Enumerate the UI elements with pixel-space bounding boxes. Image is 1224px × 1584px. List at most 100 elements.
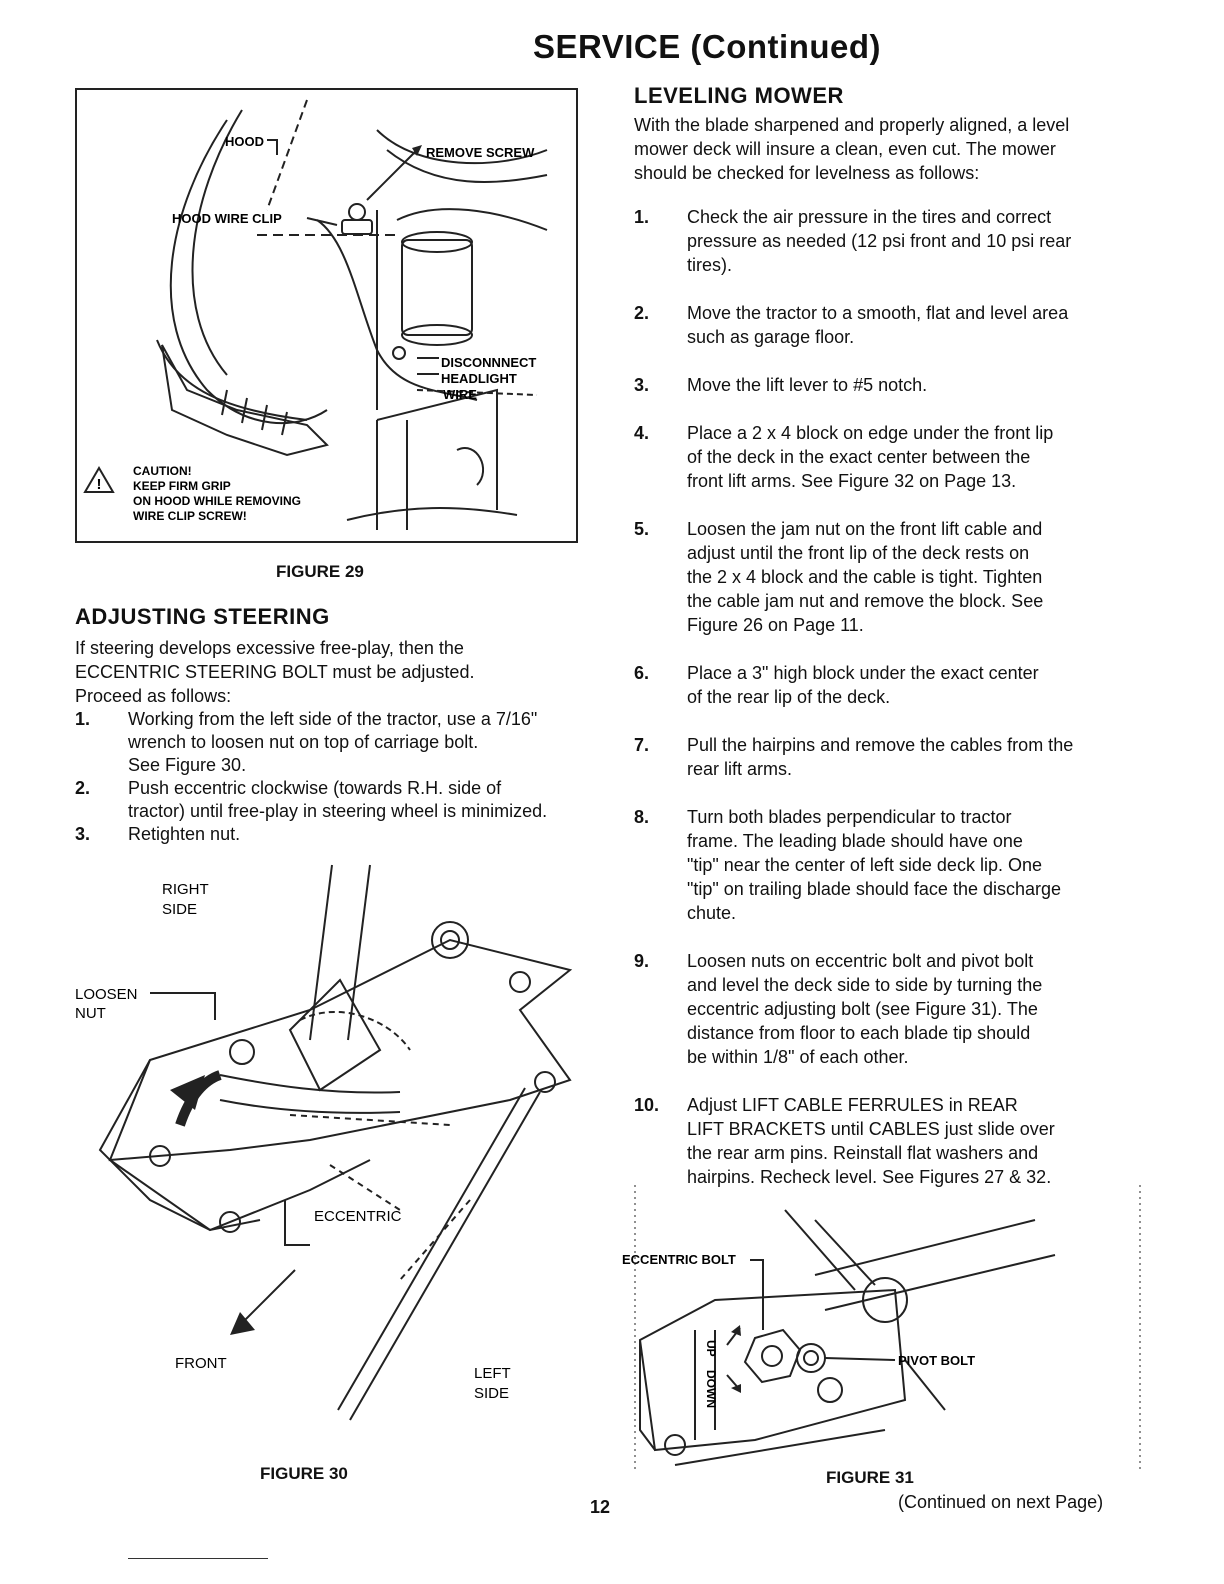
step-item: 9. Loosen nuts on eccentric bolt and piv… — [634, 949, 1124, 1069]
step-item: 1. Check the air pressure in the tires a… — [634, 205, 1124, 277]
step-item: 1. Working from the left side of the tra… — [75, 708, 605, 777]
step-line: distance from floor to each blade tip sh… — [687, 1023, 1031, 1043]
step-number: 9. — [634, 951, 650, 971]
step-number: 2. — [634, 303, 650, 323]
step-number: 7. — [634, 735, 650, 755]
step-line: be within 1/8" of each other. — [687, 1047, 909, 1067]
step-line: pressure as needed (12 psi front and 10 … — [687, 231, 1072, 251]
bottom-rule — [128, 1558, 268, 1559]
step-line: hairpins. Recheck level. See Figures 27 … — [687, 1167, 1052, 1187]
step-number: 10. — [634, 1095, 660, 1115]
step-item: 5. Loosen the jam nut on the front lift … — [634, 517, 1124, 637]
step-line: Figure 26 on Page 11. — [687, 615, 864, 635]
step-line: tires). — [687, 255, 732, 275]
step-line: frame. The leading blade should have one — [687, 831, 1023, 851]
caution-line-3: ON HOOD WHILE REMOVING — [133, 494, 301, 508]
step-line: Pull the hairpins and remove the cables … — [687, 735, 1074, 755]
step-item: 7. Pull the hairpins and remove the cabl… — [634, 733, 1124, 781]
step-item: 2. Push eccentric clockwise (towards R.H… — [75, 777, 605, 823]
label-pivot-bolt: PIVOT BOLT — [898, 1353, 975, 1368]
step-number: 1. — [634, 207, 650, 227]
step-line: Loosen the jam nut on the front lift cab… — [687, 519, 1043, 539]
figure-30-frame: RIGHT SIDE LOOSEN NUT ECCENTRIC FRONT LE… — [70, 860, 600, 1480]
step-line: Move the lift lever to #5 notch. — [687, 375, 928, 395]
step-number: 8. — [634, 807, 650, 827]
step-line: eccentric adjusting bolt (see Figure 31)… — [687, 999, 1038, 1019]
step-line: LIFT BRACKETS until CABLES just slide ov… — [687, 1119, 1055, 1139]
step-item: 3. Move the lift lever to #5 notch. — [634, 373, 1124, 397]
step-text: Loosen nuts on eccentric bolt and pivot … — [687, 949, 1124, 1069]
step-text: Working from the left side of the tracto… — [128, 708, 605, 777]
intro-line: should be checked for levelness as follo… — [634, 163, 980, 183]
step-text: Move the lift lever to #5 notch. — [687, 373, 1124, 397]
step-line: tractor) until free-play in steering whe… — [128, 801, 548, 821]
step-text: Place a 3" high block under the exact ce… — [687, 661, 1124, 709]
intro-line: If steering develops excessive free-play… — [75, 638, 464, 658]
step-line: Turn both blades perpendicular to tracto… — [687, 807, 1012, 827]
step-line: Place a 3" high block under the exact ce… — [687, 663, 1039, 683]
figure-31-frame: ECCENTRIC BOLT PIVOT BOLT UP DOWN — [615, 1180, 1145, 1480]
step-line: such as garage floor. — [687, 327, 855, 347]
step-text: Adjust LIFT CABLE FERRULES in REAR LIFT … — [687, 1093, 1124, 1189]
step-number: 3. — [634, 375, 650, 395]
label-loosen-2: NUT — [75, 1005, 106, 1022]
step-line: "tip" near the center of left side deck … — [687, 855, 1042, 875]
caution-line-2: KEEP FIRM GRIP — [133, 479, 231, 493]
figure-31-illustration: ECCENTRIC BOLT PIVOT BOLT UP DOWN — [622, 1185, 1141, 1470]
label-eccentric: ECCENTRIC — [314, 1208, 402, 1225]
step-line: Adjust LIFT CABLE FERRULES in REAR — [687, 1095, 1018, 1115]
step-text: Check the air pressure in the tires and … — [687, 205, 1124, 277]
leveling-mower-intro: With the blade sharpened and properly al… — [634, 113, 1124, 185]
caution-line-1: CAUTION! — [133, 464, 192, 478]
step-line: Place a 2 x 4 block on edge under the fr… — [687, 423, 1054, 443]
step-number: 4. — [634, 423, 650, 443]
step-text: Move the tractor to a smooth, flat and l… — [687, 301, 1124, 349]
label-right-side-1: RIGHT — [162, 881, 209, 898]
step-line: of the deck in the exact center between … — [687, 447, 1031, 467]
step-number: 1. — [75, 709, 91, 729]
figure-31-caption: FIGURE 31 — [826, 1468, 914, 1487]
step-text: Loosen the jam nut on the front lift cab… — [687, 517, 1124, 637]
continued-note: (Continued on next Page) — [898, 1492, 1104, 1512]
step-line: Retighten nut. — [128, 824, 241, 844]
page-number: 12 — [590, 1497, 611, 1517]
caution-line-4: WIRE CLIP SCREW! — [133, 509, 247, 523]
step-line: See Figure 30. — [128, 755, 247, 775]
step-line: "tip" on trailing blade should face the … — [687, 879, 1062, 899]
label-disconnect-3: WIRE — [443, 387, 477, 402]
step-line: and level the deck side to side by turni… — [687, 975, 1043, 995]
leveling-mower-steps: 1. Check the air pressure in the tires a… — [634, 205, 1124, 1189]
step-line: rear lift arms. — [687, 759, 793, 779]
label-right-side-2: SIDE — [162, 901, 197, 918]
step-number: 5. — [634, 519, 650, 539]
label-remove-screw: REMOVE SCREW — [426, 145, 535, 160]
step-line: Check the air pressure in the tires and … — [687, 207, 1052, 227]
step-line: adjust until the front lip of the deck r… — [687, 543, 1030, 563]
intro-line: Proceed as follows: — [75, 686, 232, 706]
label-left-side-1: LEFT — [474, 1365, 511, 1382]
figure-29-illustration: ! HOOD REMOVE SCREW HOOD WIRE CLIP DISCO… — [83, 99, 548, 530]
step-line: Push eccentric clockwise (towards R.H. s… — [128, 778, 502, 798]
caution-triangle-icon — [83, 466, 115, 493]
figure-29-caption: FIGURE 29 — [276, 562, 364, 581]
intro-line: ECCENTRIC STEERING BOLT must be adjusted… — [75, 662, 475, 682]
step-line: the rear arm pins. Reinstall flat washer… — [687, 1143, 1039, 1163]
step-text: Push eccentric clockwise (towards R.H. s… — [128, 777, 605, 823]
step-item: 8. Turn both blades perpendicular to tra… — [634, 805, 1124, 925]
step-item: 4. Place a 2 x 4 block on edge under the… — [634, 421, 1124, 493]
leveling-mower-heading: LEVELING MOWER — [634, 83, 844, 108]
step-item: 10. Adjust LIFT CABLE FERRULES in REAR L… — [634, 1093, 1124, 1189]
step-line: the cable jam nut and remove the block. … — [687, 591, 1044, 611]
figure-29-frame: ! HOOD REMOVE SCREW HOOD WIRE CLIP DISCO… — [75, 88, 578, 543]
figure-30-illustration: RIGHT SIDE LOOSEN NUT ECCENTRIC FRONT LE… — [75, 864, 573, 1421]
step-text: Place a 2 x 4 block on edge under the fr… — [687, 421, 1124, 493]
step-text: Pull the hairpins and remove the cables … — [687, 733, 1124, 781]
caution-symbol: ! — [97, 476, 102, 493]
step-line: Loosen nuts on eccentric bolt and pivot … — [687, 951, 1034, 971]
label-loosen-1: LOOSEN — [75, 986, 138, 1003]
label-disconnect-1: DISCONNNECT — [441, 355, 536, 370]
step-line: Working from the left side of the tracto… — [128, 709, 538, 729]
step-text: Turn both blades perpendicular to tracto… — [687, 805, 1124, 925]
label-front: FRONT — [175, 1355, 227, 1372]
label-left-side-2: SIDE — [474, 1385, 509, 1402]
